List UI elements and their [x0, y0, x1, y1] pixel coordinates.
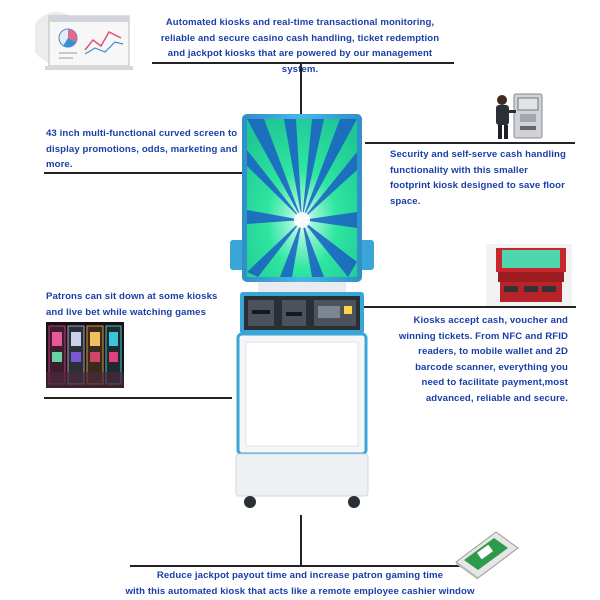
bottom-callout-connector: [300, 515, 302, 565]
patrons-callout-line-1: Patrons can sit down at some kiosks: [46, 291, 218, 302]
bottom-callout-text: Reduce jackpot payout time and increase …: [100, 568, 500, 599]
top-callout-line: [152, 62, 454, 64]
security-callout-line-1: Security and self-serve cash handling: [390, 149, 566, 160]
top-callout-text: Automated kiosks and real-time transacti…: [150, 15, 450, 77]
screen-callout-line-2: display promotions, odds, marketing and: [46, 143, 238, 155]
screen-callout-text: 43 inch multi-functional curved screen t…: [46, 126, 246, 173]
payment-kiosk-thumbnail: [486, 244, 572, 306]
top-callout-line-3: and jackpot kiosks that are powered by o…: [167, 48, 433, 75]
security-callout-text: Security and self-serve cash handling fu…: [390, 147, 590, 209]
payment-callout-line-5: need to facilitate payment,most: [421, 377, 568, 388]
payment-callout-line-1: Kiosks accept cash, voucher and: [413, 315, 568, 326]
patrons-callout-line: [44, 397, 232, 399]
bottom-callout-line-2: with this automated kiosk that acts like…: [125, 585, 475, 597]
screen-callout-line-3: more.: [46, 159, 73, 170]
ticket-printer-thumbnail: [450, 528, 522, 580]
slot-machines-thumbnail: [46, 322, 124, 388]
security-callout-line-3: footprint kiosk designed to save floor s…: [390, 180, 565, 207]
top-callout-line-2: reliable and secure casino cash handling…: [160, 32, 440, 44]
top-callout-line-1: Automated kiosks and real-time transacti…: [165, 17, 435, 28]
screen-callout-line-1: 43 inch multi-functional curved screen t…: [46, 128, 238, 139]
patrons-callout-line-2: and live bet while watching games: [46, 306, 207, 318]
payment-callout-text: Kiosks accept cash, voucher and winning …: [370, 313, 568, 406]
patrons-callout-text: Patrons can sit down at some kiosks and …: [46, 289, 246, 320]
security-callout-line: [365, 142, 575, 144]
payment-callout-line-3: readers, to mobile wallet and 2D: [418, 346, 568, 357]
payment-callout-line-2: winning tickets. From NFC and RFID: [398, 330, 568, 342]
top-callout-connector: [300, 62, 302, 114]
payment-callout-line-6: advanced, reliable and secure.: [425, 392, 568, 404]
analytics-thumbnail: [31, 8, 135, 74]
bottom-callout-line: [130, 565, 470, 567]
kiosk-illustration: [228, 112, 376, 512]
security-kiosk-thumbnail: [488, 90, 554, 142]
payment-callout-line: [358, 306, 576, 308]
security-callout-line-2: functionality with this smaller: [390, 164, 528, 176]
payment-callout-line-4: barcode scanner, everything you: [415, 361, 568, 373]
bottom-callout-line-1: Reduce jackpot payout time and increase …: [156, 570, 444, 581]
screen-callout-line: [44, 172, 296, 174]
